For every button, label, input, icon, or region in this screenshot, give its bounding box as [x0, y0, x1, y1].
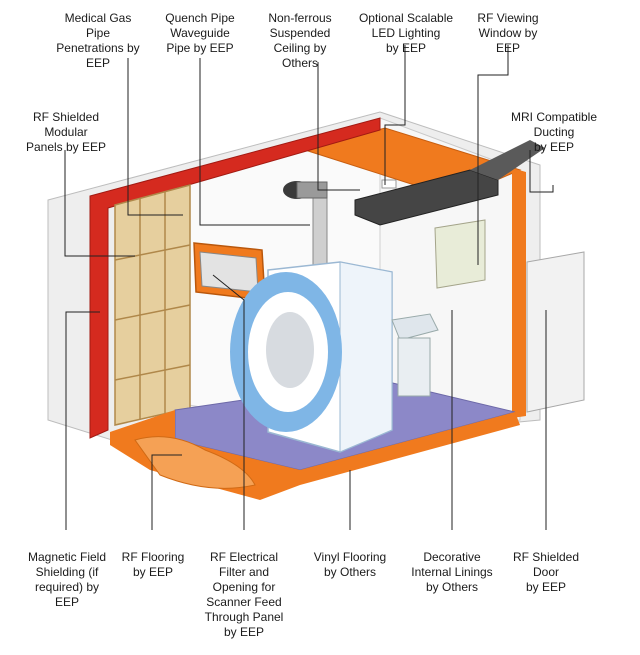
leader-lines [64, 45, 554, 530]
mri-room-diagram [47, 45, 585, 530]
viewing-window [434, 219, 486, 289]
left-red-wall [89, 117, 381, 439]
duct-top [470, 140, 545, 180]
patient-table [391, 313, 439, 341]
quench-pipe [312, 194, 328, 266]
rf-door [526, 251, 585, 413]
led-light [381, 179, 397, 189]
right-wall-edge [512, 168, 526, 418]
wood-panel-frame [114, 184, 191, 426]
rf-floor-cutout [134, 436, 256, 489]
